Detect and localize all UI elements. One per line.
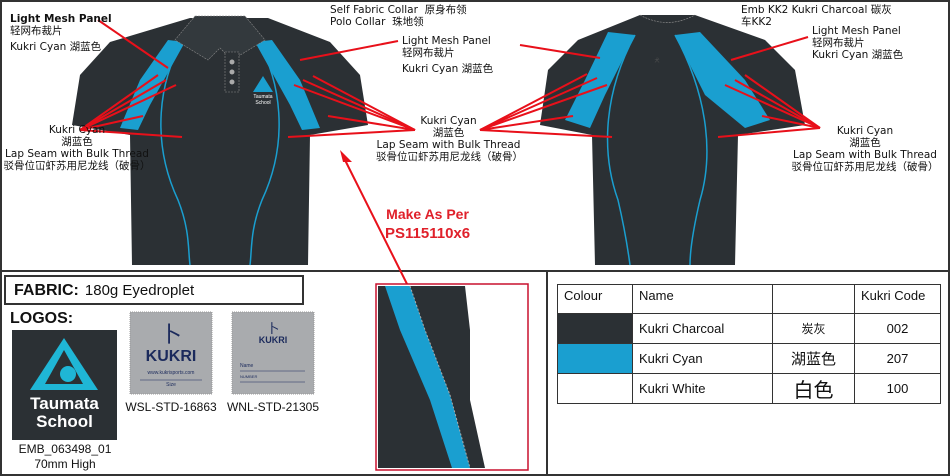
kukri-url: www.kukrisports.com — [147, 370, 195, 376]
button-icon — [229, 69, 235, 75]
colour-swatch — [557, 313, 633, 344]
logos-title: LOGOS: — [10, 310, 74, 327]
seam-detail-inset — [375, 283, 529, 471]
colour-name: Kukri White — [632, 373, 773, 404]
logo-caption: WNL-STD-21305 — [226, 400, 320, 414]
arrow-head-icon — [340, 150, 352, 162]
chest-logo-icon — [253, 76, 273, 92]
colour-code: 207 — [854, 343, 941, 374]
svg-text:⼘: ⼘ — [266, 322, 279, 337]
colour-name: Kukri Cyan — [632, 343, 773, 374]
header-cn — [772, 284, 855, 314]
emb-label: Emb KK2 Kukri Charcoal 碳灰车KK2 — [741, 4, 892, 28]
left-mesh-panel — [120, 40, 185, 130]
polo-collar — [174, 15, 266, 61]
colour-swatch — [557, 343, 633, 374]
colour-cn: 湖蓝色 — [772, 343, 855, 374]
fabric-box: FABRIC:180g Eyedroplet — [4, 275, 304, 305]
button-icon — [229, 59, 235, 65]
kukri-brand: KUKRI — [145, 348, 197, 365]
colour-cn: 炭灰 — [772, 313, 855, 344]
kukri-name-label: ⼘ — [231, 311, 315, 395]
kukri-size: Size — [166, 382, 176, 388]
colour-swatch — [557, 373, 633, 404]
collar-label: Self Fabric Collar 原身布领 Polo Collar 珠地领 — [330, 4, 467, 28]
leader-lines — [79, 19, 821, 301]
number-field: NUMBER — [240, 374, 258, 379]
left-mesh-panel — [565, 32, 635, 128]
kk2-emb-icon: ⽝ — [654, 57, 659, 64]
front-shirt — [72, 15, 368, 266]
logo-caption: WSL-STD-16863 — [125, 400, 217, 414]
table-row: Kukri White 白色 100 — [557, 373, 941, 404]
colour-name: Kukri Charcoal — [632, 313, 773, 344]
colour-table: Colour Name Kukri Code Kukri Charcoal 炭灰… — [557, 284, 941, 404]
header-code: Kukri Code — [854, 284, 941, 314]
colour-code: 100 — [854, 373, 941, 404]
right-mesh-panel — [255, 40, 320, 130]
right-mesh-panel — [675, 32, 770, 128]
name-field: Name — [240, 363, 254, 369]
table-row: Kukri Cyan 湖蓝色 207 — [557, 343, 941, 374]
divider — [546, 270, 548, 476]
table-row: Kukri Charcoal 炭灰 002 — [557, 313, 941, 344]
header-name: Name — [632, 284, 773, 314]
kukri-size-label: ⼘ — [129, 311, 213, 395]
header-colour: Colour — [557, 284, 633, 314]
svg-text:⼘: ⼘ — [160, 323, 182, 348]
taumata-school-logo — [12, 330, 117, 440]
colour-cn: 白色 — [772, 373, 855, 404]
chest-logo-text: Taumata — [253, 94, 272, 100]
kukri-brand: KUKRI — [258, 335, 288, 345]
colour-code: 002 — [854, 313, 941, 344]
chest-logo-text: School — [255, 100, 270, 106]
table-header: Colour Name Kukri Code — [557, 284, 941, 314]
button-icon — [229, 79, 235, 85]
back-shirt: ⽝ — [540, 14, 805, 266]
bottom-frame — [0, 270, 950, 476]
